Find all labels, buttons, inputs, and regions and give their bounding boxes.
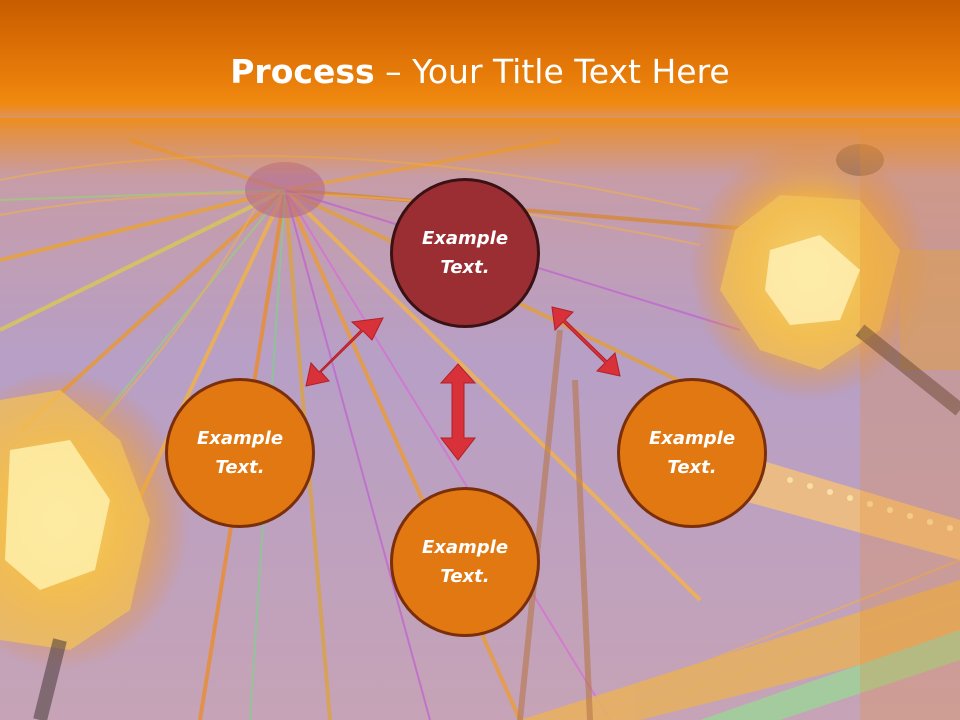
slide-title[interactable]: Process – Your Title Text Here [0,52,960,91]
title-bold-part: Process [230,52,375,91]
title-rest-part: – Your Title Text Here [374,52,730,91]
node-right[interactable]: Example Text. [617,378,767,528]
arrow-vertical [439,363,477,461]
title-bar-fade [0,118,960,178]
arrow-top-right [551,306,621,377]
node-left[interactable]: Example Text. [165,378,315,528]
node-top-label: Example Text. [421,228,509,278]
node-bottom-label: Example Text. [421,537,509,587]
node-right-label: Example Text. [648,428,736,478]
node-bottom[interactable]: Example Text. [390,487,540,637]
node-top[interactable]: Example Text. [390,178,540,328]
node-left-label: Example Text. [196,428,284,478]
arrow-top-left [305,317,384,387]
title-bar [0,0,960,130]
